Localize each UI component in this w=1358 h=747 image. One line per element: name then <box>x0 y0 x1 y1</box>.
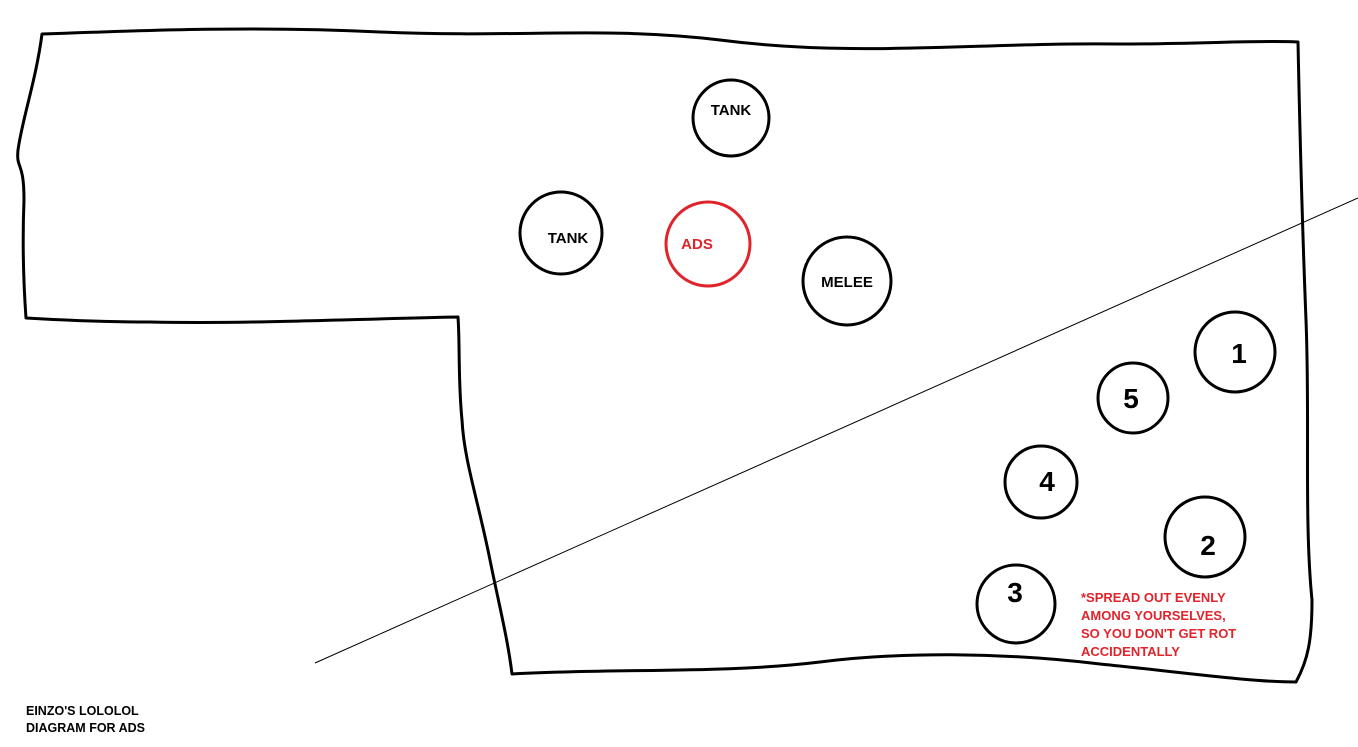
spot-3-circle <box>975 563 1057 645</box>
ads-marker: ADS <box>664 200 752 288</box>
tank-left-label: TANK <box>548 230 589 247</box>
spot-1-label: 1 <box>1231 338 1247 369</box>
spot-3-label: 3 <box>1007 577 1023 608</box>
diagram-caption: EINZO'S LOLOLOL DIAGRAM FOR ADS <box>26 703 145 737</box>
tank-top-marker: TANK <box>691 78 771 158</box>
spot-4-label: 4 <box>1039 466 1055 497</box>
note-line-2: AMONG YOURSELVES, <box>1081 608 1226 623</box>
tank-left-marker: TANK <box>518 190 604 276</box>
spot-2-label: 2 <box>1200 530 1216 561</box>
tank-top-circle <box>691 78 771 158</box>
spread-out-note: *SPREAD OUT EVENLY AMONG YOURSELVES, SO … <box>1081 589 1321 661</box>
spot-1-circle <box>1193 310 1277 394</box>
spot-5-circle <box>1096 361 1170 435</box>
caption-line-2: DIAGRAM FOR ADS <box>26 721 145 735</box>
spot-5-marker: 5 <box>1096 361 1170 435</box>
spot-2-circle <box>1163 495 1247 579</box>
tank-top-label: TANK <box>711 102 752 119</box>
spot-5-label: 5 <box>1123 383 1139 414</box>
melee-label: MELEE <box>821 274 873 291</box>
note-line-4: ACCIDENTALLY <box>1081 644 1180 659</box>
arena-outline <box>16 27 1314 684</box>
ads-circle <box>664 200 752 288</box>
caption-line-1: EINZO'S LOLOLOL <box>26 704 139 718</box>
ads-label: ADS <box>681 236 713 253</box>
spot-4-circle <box>1003 444 1079 520</box>
note-line-3: SO YOU DON'T GET ROT <box>1081 626 1237 641</box>
melee-marker: MELEE <box>801 235 893 327</box>
note-line-1: *SPREAD OUT EVENLY <box>1081 590 1226 605</box>
spot-4-marker: 4 <box>1003 444 1079 520</box>
division-line <box>314 197 1358 664</box>
spot-3-marker: 3 <box>975 563 1057 645</box>
tank-left-circle <box>518 190 604 276</box>
spot-1-marker: 1 <box>1193 310 1277 394</box>
melee-circle <box>801 235 893 327</box>
spot-2-marker: 2 <box>1163 495 1247 579</box>
